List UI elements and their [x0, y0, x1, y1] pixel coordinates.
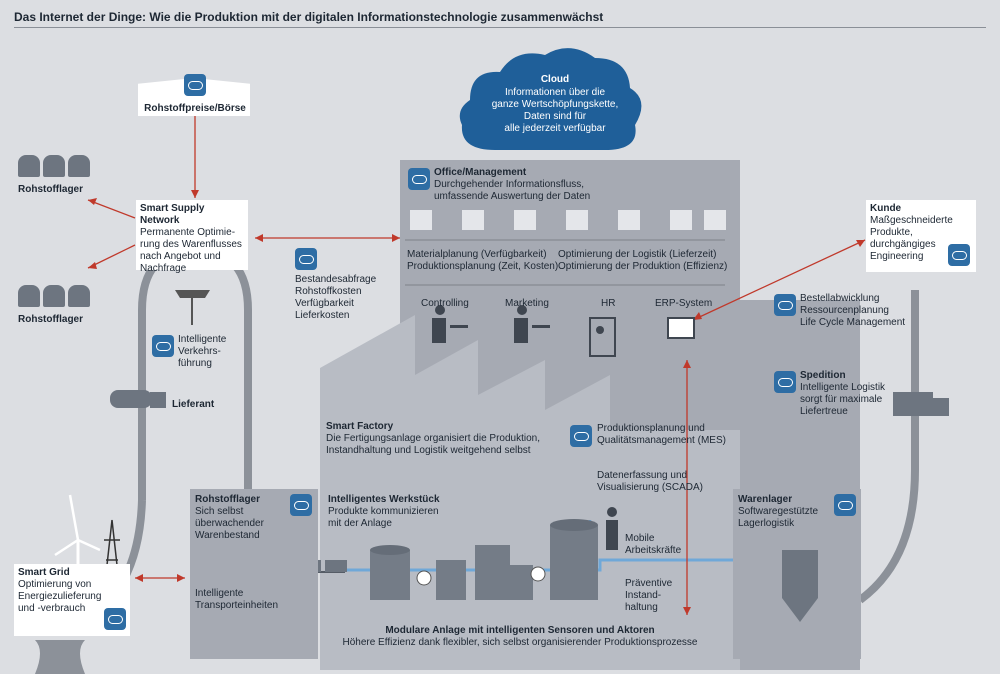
barrel-icon [18, 155, 40, 177]
barrel-icon [18, 285, 40, 307]
rohstofflager-top-label: Rohstofflager [18, 184, 83, 195]
cloud-icon [152, 335, 174, 357]
rohstoffpreise-label: Rohstoffpreise/Börse [144, 103, 246, 114]
lieferant-label: Lieferant [172, 399, 215, 410]
modular-text: Modulare Anlage mit intelligenten Sensor… [342, 625, 698, 648]
cloud-icon [834, 494, 856, 516]
title-rule [14, 27, 986, 28]
cloud-icon [184, 74, 206, 96]
barrel-icon [68, 155, 90, 177]
cloud-icon [774, 294, 796, 316]
cloud-icon [570, 425, 592, 447]
dept-marketing: Marketing [505, 298, 549, 309]
cloud-icon [104, 608, 126, 630]
office-plan-left: Materialplanung (Verfügbarkeit)Produktio… [407, 249, 559, 272]
cloud-icon [774, 371, 796, 393]
dept-controlling: Controlling [421, 298, 469, 309]
cloud-icon [408, 168, 430, 190]
office-text: Office/Management Durchgehender Informat… [434, 167, 591, 202]
cloud-icon [290, 494, 312, 516]
barrel-icon [43, 285, 65, 307]
barrel-icon [43, 155, 65, 177]
rohstofflager-box [190, 489, 318, 659]
cloud-icon [295, 248, 317, 270]
barrel-icon [68, 285, 90, 307]
dept-hr: HR [601, 298, 616, 309]
werkstueck-text: Intelligentes Werkstück Produkte kommuni… [328, 494, 440, 529]
smart-factory-text: Smart Factory Die Fertigungsanlage organ… [326, 421, 541, 456]
dept-erp: ERP-System [655, 298, 713, 309]
supply-network-box: Smart Supply Network Permanente Optimie-… [136, 200, 248, 274]
rohstofflager-bottom-label: Rohstofflager [18, 314, 83, 325]
cloud-icon [948, 244, 970, 266]
cloud-title: Cloud [540, 74, 570, 85]
office-plan-right: Optimierung der Logistik (Lieferzeit)Opt… [558, 249, 728, 272]
page-title: Das Internet der Dinge: Wie die Produkti… [14, 10, 604, 24]
